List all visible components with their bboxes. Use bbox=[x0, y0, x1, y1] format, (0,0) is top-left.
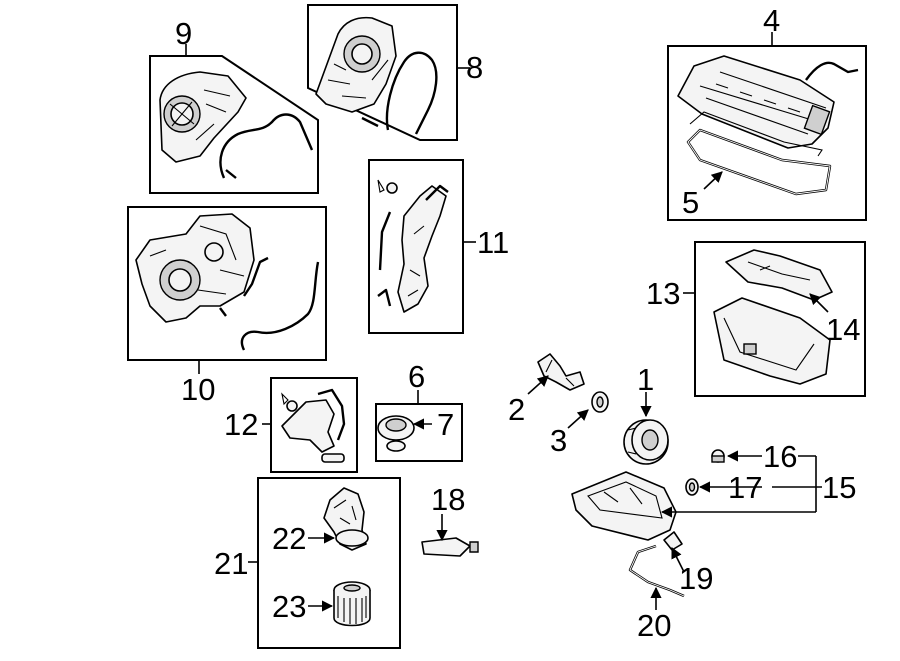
drain-plug bbox=[711, 449, 725, 463]
oil-filler-cap bbox=[377, 415, 415, 452]
dipstick-tube bbox=[628, 544, 685, 598]
callout-6: 6 bbox=[408, 359, 425, 394]
callout-5: 5 bbox=[682, 185, 699, 220]
callout-21: 21 bbox=[214, 546, 248, 581]
callout-14: 14 bbox=[826, 312, 860, 347]
group-21-box bbox=[257, 477, 401, 649]
lower-timing-cover bbox=[135, 213, 255, 323]
part-19-20-dipstick-tube: 19 20 bbox=[628, 531, 713, 643]
group-4-box bbox=[667, 45, 867, 221]
valve-cover-gasket bbox=[686, 128, 832, 196]
group-11-gaskets: 11 bbox=[368, 159, 509, 334]
breather-hose bbox=[805, 61, 859, 81]
part-2-oil-pressure-switch: 2 bbox=[508, 353, 585, 427]
upper-cover-gasket bbox=[219, 113, 314, 179]
callout-9: 9 bbox=[175, 16, 192, 51]
callout-13: 13 bbox=[646, 276, 680, 311]
callout-1: 1 bbox=[637, 362, 654, 397]
upper-oil-pan bbox=[713, 297, 831, 385]
oil-filter-adapter bbox=[323, 487, 369, 551]
baffle-plate bbox=[725, 249, 833, 301]
part-3-washer: 3 bbox=[550, 391, 609, 458]
group-8-rear-timing-cover: 8 bbox=[307, 4, 483, 141]
callout-16: 16 bbox=[763, 439, 797, 474]
part-18-sealant-tube: 18 bbox=[421, 482, 479, 557]
group-8-box bbox=[307, 4, 458, 141]
lower-oil-pan bbox=[571, 471, 677, 541]
group-12-box bbox=[270, 377, 358, 473]
callout-22: 22 bbox=[272, 521, 306, 556]
part-15-lower-oil-pan: 16 17 15 bbox=[571, 439, 856, 541]
group-21-oil-filter: 21 22 23 bbox=[214, 477, 401, 649]
group-9-upper-timing-cover: 9 bbox=[149, 16, 319, 194]
callout-15: 15 bbox=[822, 470, 856, 505]
oil-pump-gasket-set bbox=[281, 388, 346, 463]
callout-3: 3 bbox=[550, 423, 567, 458]
callout-11: 11 bbox=[477, 225, 509, 260]
callout-12: 12 bbox=[224, 407, 258, 442]
group-6-box bbox=[375, 403, 463, 462]
group-10-box bbox=[127, 206, 327, 361]
dipstick-tube-seal bbox=[663, 531, 683, 551]
timing-cover-rear bbox=[315, 16, 397, 113]
group-13-oil-pan-upper: 13 14 bbox=[646, 241, 866, 397]
callout-19: 19 bbox=[679, 561, 713, 596]
group-6-oil-filler-cap: 6 7 bbox=[375, 359, 463, 462]
lower-cover-gasket bbox=[219, 256, 320, 351]
group-12-seals: 12 bbox=[224, 377, 358, 473]
group-13-box bbox=[694, 241, 866, 397]
drain-plug-gasket bbox=[685, 478, 699, 496]
front-cover-gasket bbox=[377, 179, 449, 313]
callout-18: 18 bbox=[431, 482, 465, 517]
group-11-box bbox=[368, 159, 464, 334]
callout-23: 23 bbox=[272, 589, 306, 624]
valve-cover bbox=[677, 55, 835, 149]
timing-cover-upper bbox=[159, 71, 247, 163]
callout-17: 17 bbox=[728, 470, 762, 505]
group-4-valve-cover: 4 5 bbox=[667, 3, 867, 221]
oil-filter bbox=[333, 581, 371, 627]
part-1-crankshaft-pulley: 1 bbox=[623, 362, 669, 465]
callout-2: 2 bbox=[508, 392, 525, 427]
rear-cover-gasket bbox=[361, 51, 438, 135]
callout-8: 8 bbox=[466, 50, 483, 85]
callout-7: 7 bbox=[437, 407, 454, 442]
callout-4: 4 bbox=[763, 3, 780, 38]
callout-20: 20 bbox=[637, 608, 671, 643]
group-10-lower-timing-cover: 10 bbox=[127, 206, 327, 407]
callout-10: 10 bbox=[181, 372, 215, 407]
